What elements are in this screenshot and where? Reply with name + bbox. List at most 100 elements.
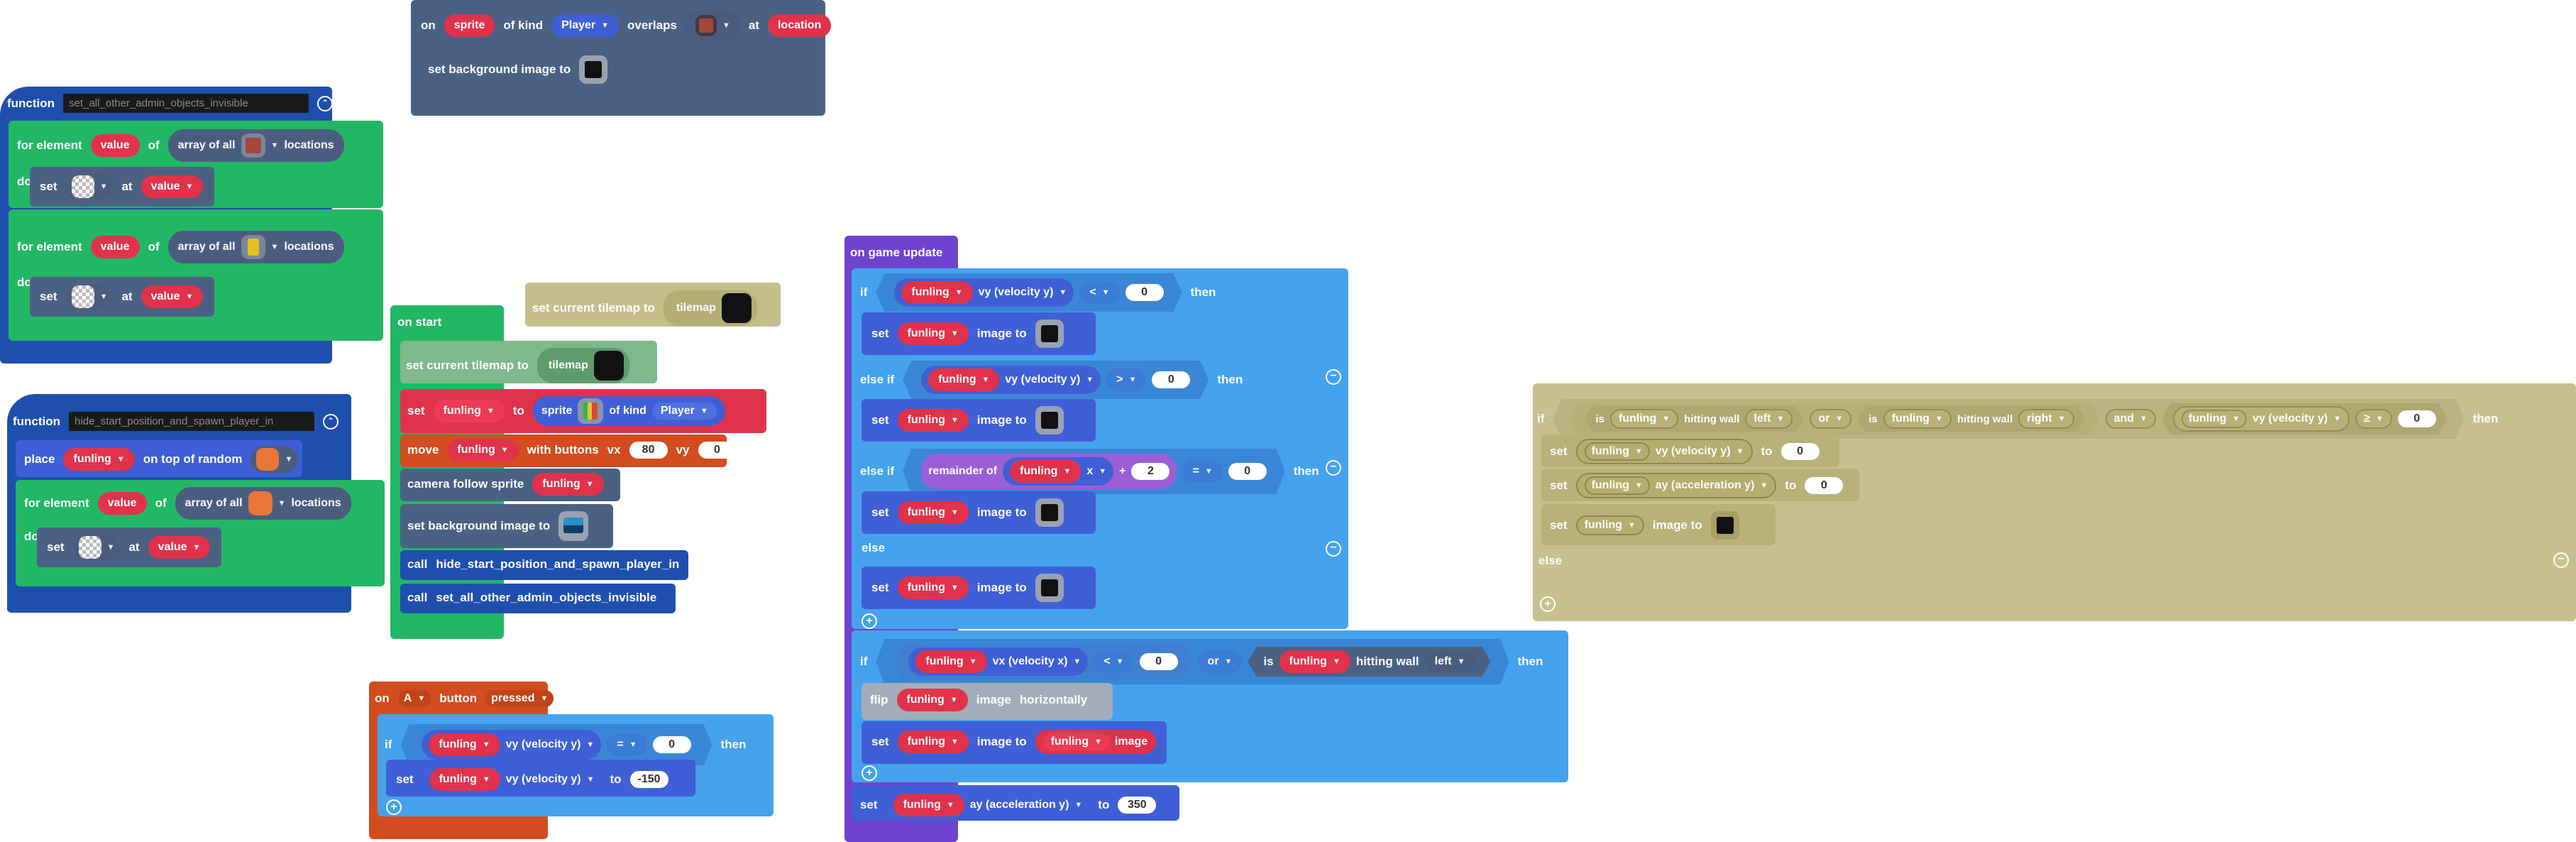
operator-dropdown[interactable]: =▼: [607, 733, 646, 756]
sprite-property-block[interactable]: funling▼ x▼: [1003, 457, 1113, 486]
funling-sprite-icon[interactable]: [578, 398, 604, 424]
or-block[interactable]: is funling▼ hitting wall left▼ or▼ is fu…: [1570, 403, 2099, 434]
for-loop-2[interactable]: for element value of array of all ▼ loca…: [9, 209, 383, 341]
set-image-block-1[interactable]: set funling▼ image to: [862, 312, 1096, 355]
sprite-dropdown[interactable]: funling▼: [1575, 515, 1644, 535]
disabled-if-block[interactable]: if is funling▼ hitting wall left▼ or▼ is…: [1533, 383, 2576, 621]
compare-block[interactable]: funling▼ vx (velocity x)▼ <▼ 0: [894, 644, 1191, 679]
sprite-dropdown[interactable]: funling▼: [897, 322, 969, 345]
disabled-set-image-block[interactable]: set funling▼ image to: [1541, 504, 1776, 545]
set-tile-row-2[interactable]: set ▼ at value▼: [30, 277, 214, 317]
compare-value[interactable]: 0: [1140, 653, 1178, 670]
sprite-dropdown[interactable]: funling▼: [897, 501, 969, 524]
disabled-set-vy-block[interactable]: set funling▼ vy (velocity y)▼ to 0: [1541, 434, 1839, 467]
function-name-field[interactable]: hide_start_position_and_spawn_player_in: [69, 412, 315, 431]
call-function-name[interactable]: set_all_other_admin_objects_invisible: [436, 591, 657, 604]
loop-var[interactable]: value: [90, 134, 140, 157]
sprite-dropdown[interactable]: funling▼: [1584, 476, 1650, 495]
remove-args-icon[interactable]: −: [744, 442, 761, 458]
add-branch-icon[interactable]: +: [1540, 596, 1556, 612]
overlap-event-block[interactable]: on sprite of kind Player▼ overlaps ▼ at …: [411, 0, 832, 116]
sprite-dropdown[interactable]: funling▼: [1279, 650, 1350, 673]
funling-image-picker[interactable]: [1035, 406, 1064, 434]
set-image-block-2[interactable]: set funling▼ image to: [862, 399, 1096, 442]
flip-image-block[interactable]: flip funling▼ image horizontally: [862, 683, 1113, 720]
compare-block[interactable]: funling▼ vy (velocity y)▼ >▼ 0: [903, 361, 1209, 399]
hitting-wall-block[interactable]: is funling▼ hitting wall left▼: [1248, 647, 1490, 677]
orange-tile-icon[interactable]: [248, 491, 273, 515]
or-dropdown[interactable]: or▼: [1198, 650, 1243, 673]
tile-picker[interactable]: ▼: [251, 446, 299, 473]
call-function-name[interactable]: hide_start_position_and_spawn_player_in: [436, 557, 680, 571]
tilemap-picker[interactable]: tilemap: [536, 348, 629, 383]
divisor-value[interactable]: 2: [1131, 463, 1169, 480]
set-image-block-4[interactable]: set funling▼ image to: [862, 567, 1096, 609]
compare-value[interactable]: 0: [1125, 284, 1164, 301]
or-block[interactable]: funling▼ vx (velocity x)▼ <▼ 0 or▼ is fu…: [876, 639, 1509, 684]
sprite-dropdown[interactable]: funling▼: [63, 448, 135, 471]
sprite-dropdown[interactable]: funling▼: [897, 409, 969, 432]
value-dropdown[interactable]: value▼: [141, 175, 204, 198]
sprite-dropdown[interactable]: funling▼: [1043, 733, 1109, 750]
sprite-dropdown[interactable]: funling▼: [893, 794, 964, 816]
and-block[interactable]: is funling▼ hitting wall left▼ or▼ is fu…: [1553, 399, 2464, 439]
remove-branch-icon[interactable]: −: [1326, 369, 1341, 385]
sprite-dropdown[interactable]: funling▼: [897, 576, 969, 599]
set-image-to-image-block[interactable]: set funling▼ image to funling▼ image: [862, 721, 1167, 764]
loop-var[interactable]: value: [90, 236, 140, 258]
tile-picker[interactable]: [241, 235, 265, 259]
sprite-dropdown[interactable]: funling▼: [901, 281, 972, 304]
value-dropdown[interactable]: value▼: [148, 536, 211, 559]
tile-picker[interactable]: ▼: [685, 10, 740, 41]
set-tile-row-1[interactable]: set ▼ at value▼: [30, 167, 214, 207]
set-ay-block[interactable]: set funling▼ ay (acceleration y)▼ to 350: [852, 785, 1179, 821]
set-value[interactable]: 0: [1805, 477, 1844, 494]
set-vy-block[interactable]: set funling▼ vy (velocity y)▼ to -150: [386, 760, 695, 797]
remove-branch-icon[interactable]: −: [1326, 460, 1341, 476]
remove-branch-icon[interactable]: −: [1326, 541, 1341, 557]
and-dropdown[interactable]: and▼: [2106, 409, 2156, 429]
compare-value[interactable]: 0: [1228, 463, 1267, 480]
add-else-button[interactable]: +: [386, 799, 414, 815]
compare-value[interactable]: 0: [1152, 371, 1190, 388]
move-with-buttons-block[interactable]: move funling▼ with buttons vx 80 vy 0 −: [400, 434, 761, 467]
transparent-tile-picker[interactable]: ▼: [72, 535, 121, 560]
sprite-variable[interactable]: sprite: [444, 14, 495, 37]
sprite-property-block[interactable]: funling▼ ay (acceleration y)▼: [1575, 473, 1777, 498]
sprite-property-block[interactable]: funling▼ ay (acceleration y)▼: [886, 792, 1090, 819]
set-tilemap-block[interactable]: set current tilemap to tilemap: [400, 341, 657, 383]
array-of-all-block[interactable]: array of all ▼ locations: [167, 231, 344, 263]
funling-image-picker[interactable]: [1035, 574, 1064, 602]
sprite-dropdown[interactable]: funling▼: [1610, 409, 1678, 429]
hitting-wall-left-block[interactable]: is funling▼ hitting wall left▼: [1584, 406, 1804, 432]
sprite-property-block[interactable]: funling▼ vy (velocity y)▼: [921, 366, 1101, 394]
if-block-a[interactable]: if funling▼ vy (velocity y)▼ =▼ 0 then: [378, 714, 774, 816]
sprite-property-block[interactable]: funling▼ vy (velocity y)▼: [422, 766, 602, 793]
sprite-dropdown[interactable]: funling▼: [897, 731, 969, 753]
kind-dropdown[interactable]: Player▼: [651, 403, 717, 420]
sprite-property-block[interactable]: funling▼ vy (velocity y)▼: [2173, 406, 2350, 432]
hitting-wall-right-block[interactable]: is funling▼ hitting wall right▼: [1857, 406, 2085, 432]
loop-var[interactable]: value: [97, 492, 147, 515]
direction-dropdown[interactable]: left▼: [1745, 409, 1793, 429]
add-branch-icon[interactable]: +: [862, 613, 877, 629]
tilemap-picker[interactable]: tilemap: [663, 290, 757, 326]
sprite-dropdown[interactable]: funling▼: [1584, 442, 1650, 461]
set-value[interactable]: 0: [1780, 443, 1820, 460]
direction-dropdown[interactable]: right▼: [2018, 409, 2074, 429]
background-image-picker[interactable]: [558, 511, 589, 541]
camera-follow-block[interactable]: camera follow sprite funling▼: [400, 469, 620, 501]
sprite-dropdown[interactable]: funling▼: [2181, 410, 2247, 428]
value-dropdown[interactable]: value▼: [141, 285, 204, 308]
ay-value[interactable]: 350: [1118, 797, 1157, 814]
remainder-block[interactable]: remainder of funling▼ x▼ + 2: [921, 454, 1177, 489]
array-of-all-block[interactable]: array of all ▼ locations: [167, 129, 344, 162]
sprite-dropdown[interactable]: funling▼: [928, 368, 999, 391]
compare-value[interactable]: 0: [653, 736, 691, 753]
compare-block[interactable]: remainder of funling▼ x▼ + 2 =▼ 0: [903, 449, 1285, 494]
operator-dropdown[interactable]: <▼: [1094, 650, 1133, 673]
compare-value[interactable]: 0: [2398, 410, 2436, 427]
add-branch-icon[interactable]: +: [862, 765, 877, 781]
set-tile-row-3[interactable]: set ▼ at value▼: [37, 527, 221, 567]
place-on-random-block[interactable]: place funling▼ on top of random ▼: [16, 440, 302, 477]
